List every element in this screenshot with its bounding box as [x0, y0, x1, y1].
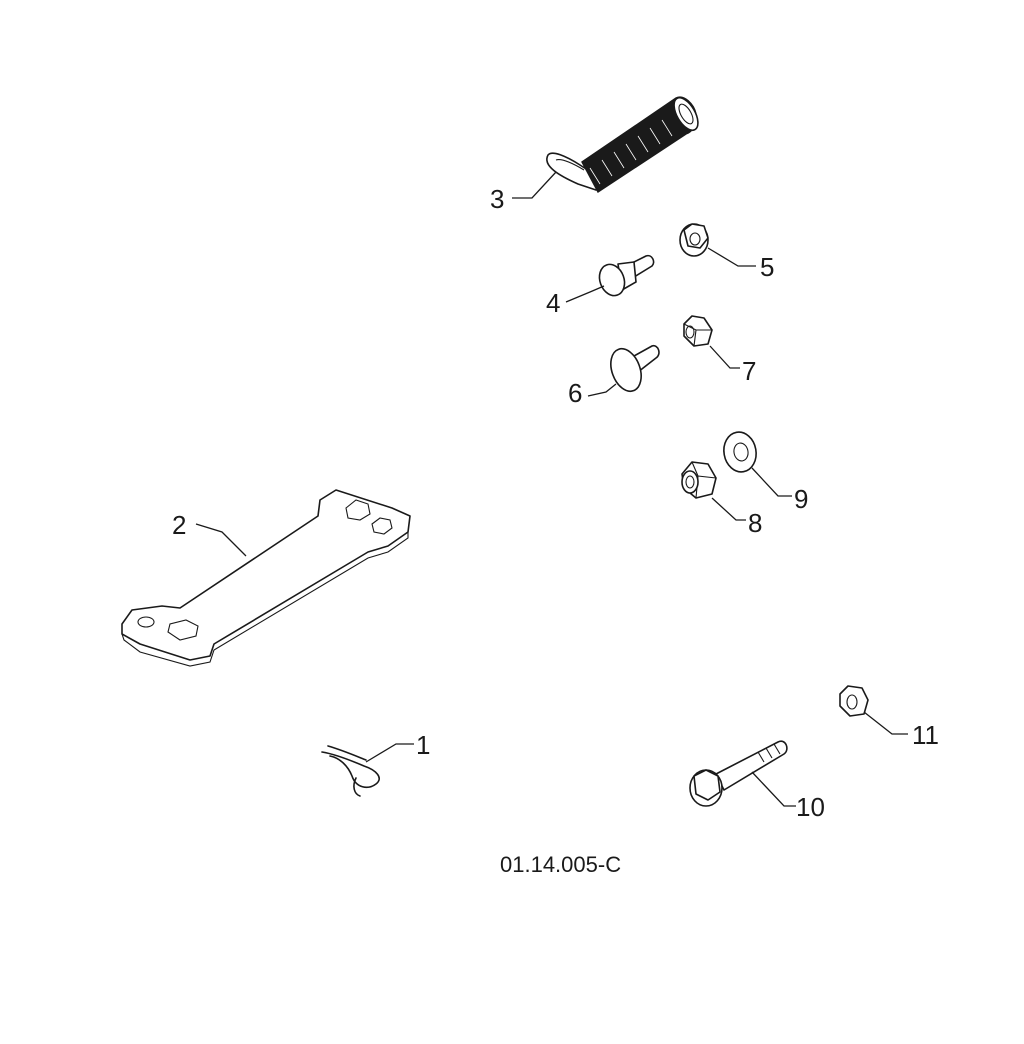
callout-11: 11	[912, 720, 939, 750]
leader-3	[512, 171, 557, 199]
leader-4	[565, 285, 605, 303]
hair-pin-clip-icon	[321, 745, 380, 797]
callout-8: 8	[748, 508, 762, 538]
callout-7: 7	[742, 356, 756, 386]
wrench-plate-icon	[121, 489, 411, 667]
callout-1: 1	[416, 730, 430, 760]
lock-nut-icon	[681, 461, 717, 499]
leader-5	[707, 247, 756, 267]
flange-nut-icon	[679, 223, 709, 257]
callout-5: 5	[760, 252, 774, 282]
callout-9: 9	[794, 484, 808, 514]
clevis-pin-icon	[598, 254, 655, 297]
leader-6	[587, 383, 617, 397]
leader-11	[863, 711, 908, 735]
flange-bolt-icon	[689, 740, 788, 807]
carriage-bolt-icon	[610, 344, 660, 393]
callout-10: 10	[796, 792, 825, 822]
leader-10	[751, 771, 796, 807]
washer-icon	[723, 431, 757, 473]
nut-icon	[839, 685, 869, 717]
hex-nut-icon	[683, 315, 713, 347]
leader-7	[709, 345, 740, 369]
callout-4: 4	[546, 288, 560, 318]
spring-icon	[546, 96, 699, 194]
reference-code: 01.14.005-C	[500, 852, 621, 877]
leader-9	[751, 467, 792, 497]
leader-8	[711, 497, 746, 521]
leader-1	[365, 743, 414, 763]
leader-2	[195, 523, 247, 557]
callout-3: 3	[490, 184, 504, 214]
callout-2: 2	[172, 510, 186, 540]
callout-6: 6	[568, 378, 582, 408]
